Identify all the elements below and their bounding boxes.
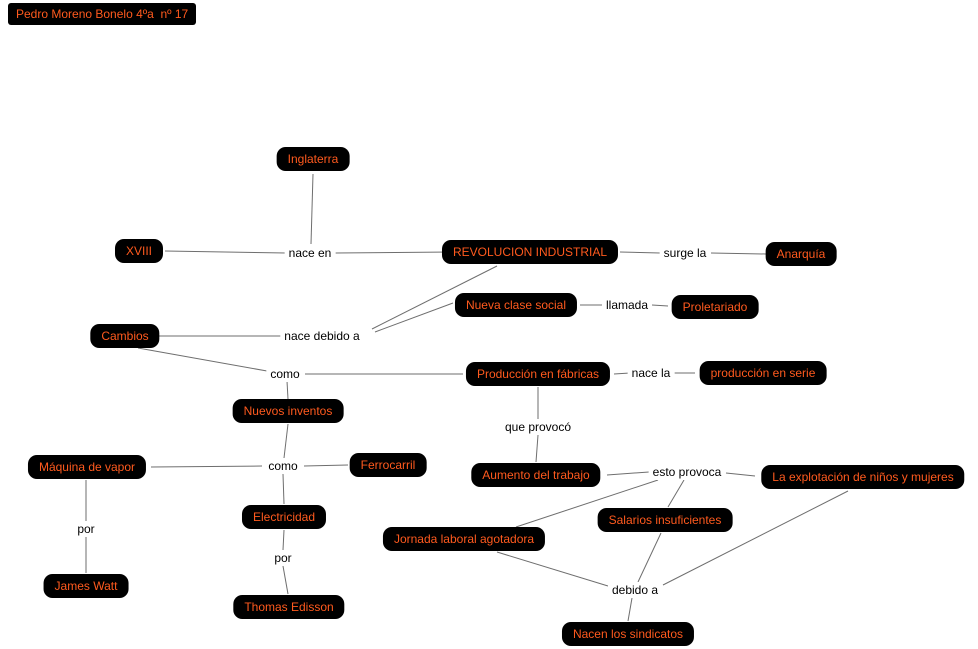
edge-esto-provoca-to-salarios-insuficientes	[667, 479, 685, 508]
concept-explotacion-ninos-mujeres[interactable]: La explotación de niños y mujeres	[761, 465, 965, 489]
edge-cambios-to-como-1	[137, 347, 268, 372]
link-label-nace-la[interactable]: nace la	[627, 365, 675, 381]
concept-produccion-en-serie[interactable]: producción en serie	[699, 361, 827, 385]
edge-aumento-del-trabajo-to-esto-provoca	[606, 471, 650, 476]
edge-por-2-to-thomas-edisson	[282, 565, 289, 595]
concept-revolucion-industrial[interactable]: REVOLUCION INDUSTRIAL	[441, 240, 619, 264]
concept-nacen-los-sindicatos[interactable]: Nacen los sindicatos	[561, 622, 695, 646]
edge-explotacion-ninos-mujeres-to-debido-a	[662, 490, 849, 586]
concept-produccion-en-fabricas[interactable]: Producción en fábricas	[465, 362, 611, 386]
edge-como-2-to-ferrocarril	[303, 464, 349, 467]
concept-nueva-clase-social[interactable]: Nueva clase social	[454, 293, 578, 317]
link-label-como-1[interactable]: como	[266, 366, 304, 382]
author-title[interactable]: Pedro Moreno Bonelo 4ºa nº 17	[8, 3, 197, 25]
concept-anarquia[interactable]: Anarquía	[765, 242, 837, 266]
edge-inglaterra-to-nace-en	[310, 173, 314, 245]
link-label-por-2[interactable]: por	[270, 550, 296, 566]
link-label-por-1[interactable]: por	[73, 521, 99, 537]
edge-como-2-to-electricidad	[282, 473, 285, 505]
edge-nace-en-to-revolucion-industrial	[334, 251, 453, 254]
edge-salarios-insuficientes-to-debido-a	[637, 532, 662, 583]
link-label-que-provoco[interactable]: que provocó	[500, 419, 576, 435]
edge-jornada-laboral-agotadora-to-debido-a	[496, 551, 609, 587]
edge-xviii-to-nace-en	[164, 250, 287, 254]
concept-nuevos-inventos[interactable]: Nuevos inventos	[232, 399, 344, 423]
edge-electricidad-to-por-2	[282, 529, 285, 551]
concept-maquina-de-vapor[interactable]: Máquina de vapor	[27, 455, 147, 479]
edge-maquina-de-vapor-to-como-2	[150, 465, 263, 468]
edge-esto-provoca-to-jornada-laboral-agotadora	[515, 479, 659, 528]
edge-revolucion-industrial-to-surge-la	[619, 251, 661, 254]
concept-james-watt[interactable]: James Watt	[43, 574, 129, 598]
link-label-esto-provoca[interactable]: esto provoca	[648, 464, 726, 480]
edge-revolucion-industrial-to-nace-debido-a	[371, 265, 498, 330]
concept-xviii[interactable]: XVIII	[114, 239, 164, 263]
edge-nuevos-inventos-to-como-2	[283, 423, 289, 459]
link-label-nace-en[interactable]: nace en	[284, 245, 336, 261]
link-label-surge-la[interactable]: surge la	[659, 245, 711, 261]
concept-inglaterra[interactable]: Inglaterra	[276, 147, 350, 171]
edge-como-1-to-nuevos-inventos	[286, 380, 289, 400]
link-label-nace-debido-a[interactable]: nace debido a	[280, 328, 364, 344]
link-label-llamada[interactable]: llamada	[601, 297, 653, 313]
concept-ferrocarril[interactable]: Ferrocarril	[349, 453, 427, 477]
edge-nueva-clase-social-to-nace-debido-a	[374, 302, 454, 333]
edge-debido-a-to-nacen-los-sindicatos	[627, 597, 633, 622]
concept-jornada-laboral-agotadora[interactable]: Jornada laboral agotadora	[382, 527, 546, 551]
edge-produccion-en-fabricas-to-nace-la	[613, 372, 631, 375]
concept-electricidad[interactable]: Electricidad	[241, 505, 327, 529]
concept-cambios[interactable]: Cambios	[90, 324, 160, 348]
link-label-debido-a[interactable]: debido a	[607, 582, 663, 598]
concept-salarios-insuficientes[interactable]: Salarios insuficientes	[597, 508, 733, 532]
concept-aumento-del-trabajo[interactable]: Aumento del trabajo	[471, 463, 601, 487]
concept-thomas-edisson[interactable]: Thomas Edisson	[233, 595, 345, 619]
edge-que-provoco-to-aumento-del-trabajo	[535, 434, 539, 463]
link-label-como-2[interactable]: como	[264, 458, 302, 474]
edge-esto-provoca-to-explotacion-ninos-mujeres	[725, 472, 756, 477]
concept-proletariado[interactable]: Proletariado	[671, 295, 759, 319]
edge-llamada-to-proletariado	[651, 304, 669, 307]
edge-surge-la-to-anarquia	[710, 252, 767, 255]
